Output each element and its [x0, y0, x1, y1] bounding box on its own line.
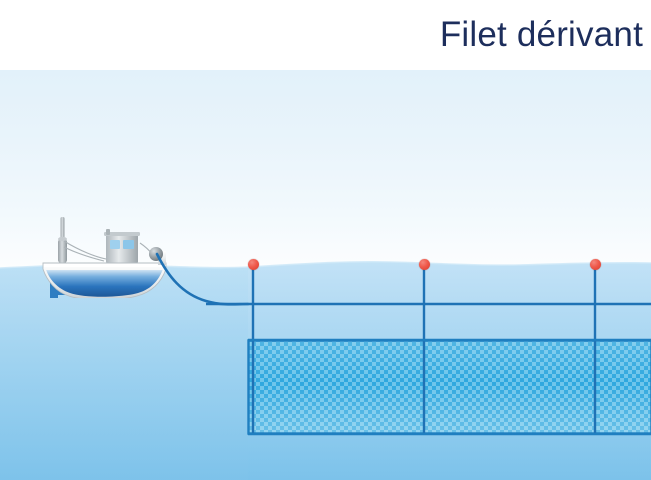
surface-float-2: [419, 259, 430, 270]
illustration-drift-net: [0, 70, 651, 480]
tow-rope: [155, 252, 250, 306]
title-bar: Filet dérivant: [0, 0, 651, 68]
drift-net-assembly: [0, 70, 651, 480]
boat-hull: [42, 251, 167, 298]
boat-mast: [58, 217, 67, 263]
fishing-boat: [40, 213, 170, 298]
boat-wheelhouse: [104, 229, 140, 263]
surface-float-1: [248, 259, 259, 270]
page-title: Filet dérivant: [439, 14, 643, 54]
surface-float-3: [590, 259, 601, 270]
net-panel: [247, 339, 651, 435]
